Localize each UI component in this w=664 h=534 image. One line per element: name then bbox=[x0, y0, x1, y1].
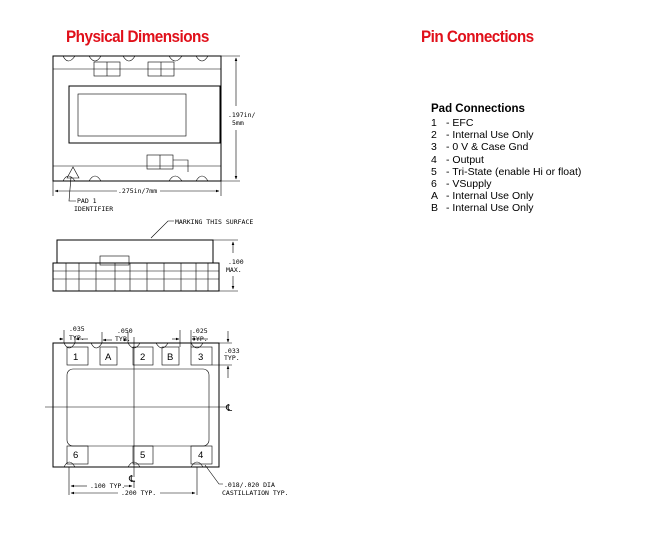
pad-item: 6- VSupply bbox=[431, 178, 492, 191]
pad-2 bbox=[132, 346, 154, 366]
pad-label-4: 4 bbox=[198, 450, 203, 461]
pad-item: 4- Output bbox=[431, 153, 484, 166]
pad-label-b: B bbox=[167, 352, 173, 363]
bottom-view: 1 A 2 B 3 6 5 4 ℄ ℄ .035 TYP. .050 TYP. bbox=[45, 325, 289, 497]
pad-item: A- Internal Use Only bbox=[431, 190, 534, 203]
pad-label-5: 5 bbox=[140, 450, 145, 461]
dim-033-typ-label: TYP. bbox=[224, 354, 240, 362]
centerline-symbol-right: ℄ bbox=[225, 403, 233, 414]
pad-6 bbox=[66, 445, 89, 465]
physical-dimensions-heading: Physical Dimensions bbox=[66, 27, 209, 46]
dim-035-label: .035 bbox=[69, 325, 85, 333]
pad-4 bbox=[190, 445, 213, 465]
top-width-label: .275in/7mm bbox=[118, 187, 157, 195]
side-height-label-2: MAX. bbox=[226, 266, 242, 274]
top-window-outer bbox=[68, 85, 221, 144]
pin-connections-heading: Pin Connections bbox=[421, 27, 534, 46]
pad-item: 3- 0 V & Case Gnd bbox=[431, 141, 529, 154]
top-height-label-1: .197in/ bbox=[228, 111, 255, 119]
top-window-inner bbox=[77, 93, 187, 137]
pad1-identifier-label-2: IDENTIFIER bbox=[74, 205, 113, 213]
side-height-label-1: .100 bbox=[228, 258, 244, 266]
pad-3 bbox=[190, 346, 213, 366]
pad-connections-list: 1- EFC 2- Internal Use Only 3- 0 V & Cas… bbox=[431, 117, 581, 215]
bottom-view-outline bbox=[52, 342, 220, 468]
pad-1 bbox=[66, 346, 89, 366]
pad-item: B- Internal Use Only bbox=[431, 202, 534, 215]
pad1-triangle bbox=[66, 166, 80, 179]
centerline-symbol-bottom: ℄ bbox=[128, 474, 136, 485]
dim-033-label: .033 bbox=[224, 347, 240, 355]
pad-connections-title: Pad Connections bbox=[431, 103, 525, 115]
top-view: .197in/ 5mm .275in/7mm PAD 1 IDENTIFIER bbox=[52, 55, 255, 213]
pad-label-1: 1 bbox=[73, 352, 78, 363]
pad-label-3: 3 bbox=[198, 352, 203, 363]
pad-a bbox=[99, 346, 118, 366]
pad-item: 1- EFC bbox=[431, 117, 474, 129]
side-base bbox=[52, 262, 220, 292]
dim-025-typ-label: TYP. bbox=[192, 335, 208, 343]
side-raised-pad bbox=[99, 255, 130, 266]
side-view: MARKING THIS SURFACE .100 MAX. bbox=[52, 218, 253, 292]
castellation-label-1: .018/.020 DIA bbox=[224, 481, 275, 489]
dim-050-typ-label: TYP. bbox=[115, 335, 131, 343]
dim-035-typ-label: TYP. bbox=[69, 334, 85, 342]
dim-200-typ-label: .200 TYP. bbox=[121, 489, 156, 497]
pad-item: 5- Tri-State (enable Hi or float) bbox=[431, 165, 582, 178]
pad-5 bbox=[132, 445, 154, 465]
center-pad bbox=[66, 368, 210, 447]
castellation-label-2: CASTILLATION TYP. bbox=[222, 489, 289, 497]
marking-surface-label: MARKING THIS SURFACE bbox=[175, 218, 253, 226]
pad-b bbox=[161, 346, 180, 366]
dim-050-label: .050 bbox=[117, 327, 133, 335]
top-height-label-2: 5mm bbox=[232, 119, 244, 127]
pad-label-2: 2 bbox=[140, 352, 145, 363]
pad1-identifier-label-1: PAD 1 bbox=[77, 197, 97, 205]
side-body bbox=[56, 239, 214, 264]
pad-label-6: 6 bbox=[73, 450, 78, 461]
dim-025-label: .025 bbox=[192, 327, 208, 335]
dim-100-typ-label: .100 TYP. bbox=[90, 482, 125, 490]
pad-label-a: A bbox=[105, 352, 112, 363]
pad-item: 2- Internal Use Only bbox=[431, 129, 534, 142]
